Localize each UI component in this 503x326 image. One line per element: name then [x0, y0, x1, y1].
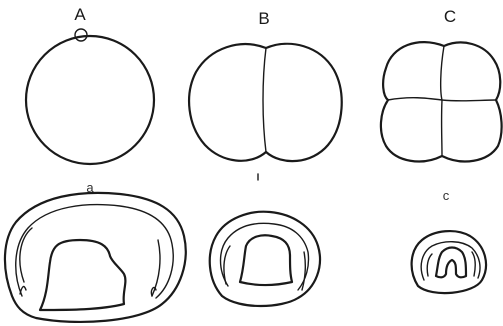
section-a [5, 193, 186, 322]
polar-body [75, 29, 87, 41]
single-cell-egg [26, 29, 154, 164]
label-B: B [258, 9, 269, 28]
four-cell-stage [381, 42, 502, 161]
two-cell-stage [189, 44, 342, 161]
label-C: C [444, 7, 456, 26]
section-b [210, 212, 320, 306]
label-c: c [443, 188, 450, 203]
label-A: A [74, 5, 86, 24]
section-c [412, 231, 486, 293]
